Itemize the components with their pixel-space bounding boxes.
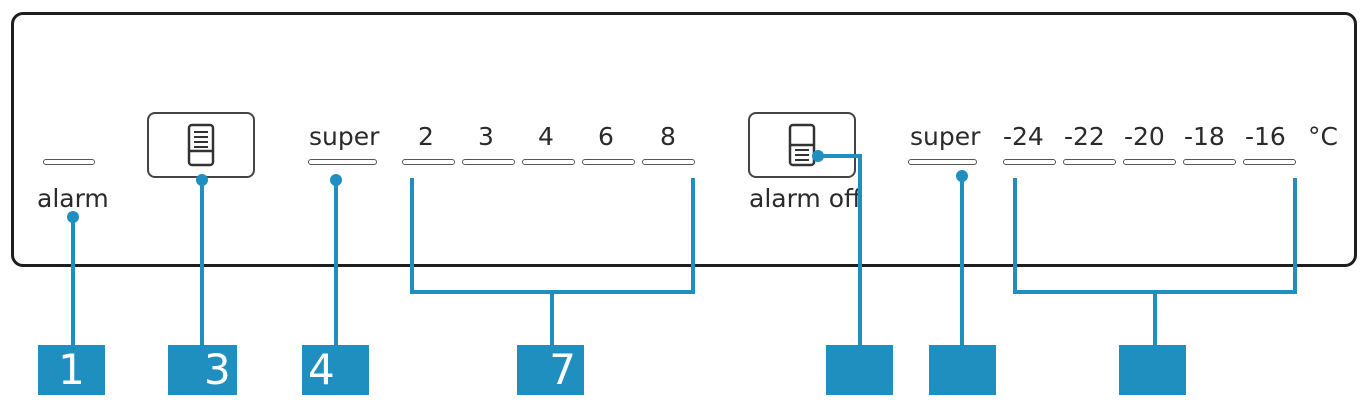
leader-line — [1013, 178, 1017, 294]
callout-badge-fridge-button-left — [168, 345, 204, 395]
leader-line — [691, 178, 695, 294]
freezer-temp-indicator — [1003, 159, 1056, 165]
leader-line — [1153, 290, 1157, 345]
fridge-temp-label: 8 — [660, 122, 676, 151]
callout-badge-fridge-super: 4 — [302, 345, 369, 395]
fridge-temp-indicator — [582, 159, 635, 165]
leader-line — [71, 217, 75, 345]
alarm-off-label: alarm off — [749, 184, 862, 213]
callout-badge-fridge-temperatures: 7 — [517, 345, 584, 395]
callout-badge-fridge-button: 3 — [204, 345, 237, 395]
fridge-super-label: super — [309, 122, 380, 151]
fridge-temp-label: 4 — [538, 122, 554, 151]
freezer-temp-label: -24 — [1003, 122, 1044, 151]
freezer-temp-indicator — [1183, 159, 1236, 165]
callout-badge-alarm-off — [826, 345, 893, 395]
freezer-temp-label: -20 — [1124, 122, 1165, 151]
leader-line — [858, 154, 862, 345]
freezer-super-label: super — [910, 122, 981, 151]
leader-line — [200, 180, 204, 345]
control-panel — [11, 12, 1357, 267]
fridge-temp-label: 3 — [478, 122, 494, 151]
leader-line — [818, 154, 862, 158]
freezer-temp-indicator — [1063, 159, 1116, 165]
alarm-off-button[interactable] — [748, 112, 856, 178]
leader-line — [334, 180, 338, 345]
fridge-temp-label: 2 — [418, 122, 434, 151]
fridge-temp-label: 6 — [598, 122, 614, 151]
temperature-unit: °C — [1308, 122, 1338, 151]
callout-badge-freezer-temperatures — [1119, 345, 1186, 395]
freezer-temp-label: -16 — [1245, 122, 1286, 151]
freezer-super-indicator — [908, 159, 977, 165]
leader-line — [960, 176, 964, 345]
fridge-button[interactable] — [147, 112, 255, 178]
callout-badge-alarm: 1 — [38, 345, 105, 395]
leader-line — [410, 178, 414, 294]
freezer-button-icon — [788, 123, 816, 167]
callout-badge-freezer-super — [929, 345, 996, 395]
freezer-temp-indicator — [1243, 159, 1296, 165]
freezer-temp-indicator — [1123, 159, 1176, 165]
alarm-label: alarm — [37, 184, 109, 213]
leader-line — [1293, 178, 1297, 294]
fridge-temp-indicator — [522, 159, 575, 165]
fridge-button-icon — [187, 123, 215, 167]
leader-line — [550, 290, 554, 345]
fridge-temp-indicator — [642, 159, 695, 165]
freezer-temp-label: -22 — [1064, 122, 1105, 151]
fridge-temp-indicator — [402, 159, 455, 165]
fridge-super-indicator — [308, 159, 377, 165]
freezer-temp-label: -18 — [1184, 122, 1225, 151]
fridge-temp-indicator — [462, 159, 515, 165]
alarm-indicator — [43, 159, 95, 165]
